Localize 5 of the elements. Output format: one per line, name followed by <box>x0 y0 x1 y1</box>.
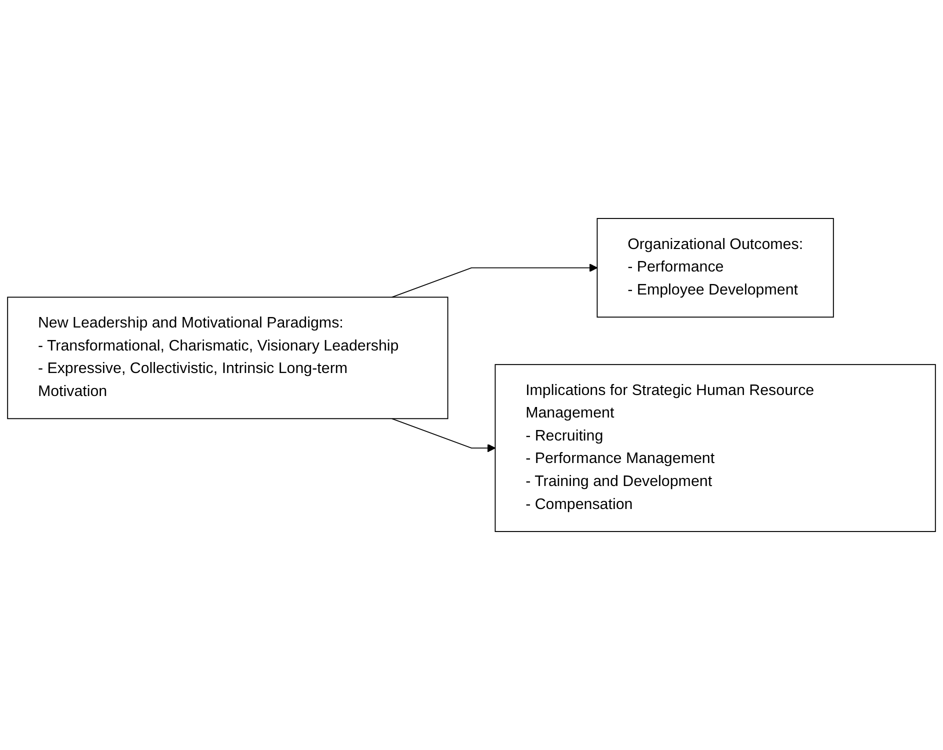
node-box: New Leadership and Motivational Paradigms: - Transformational, Charismatic, Visionary Leadership - Expressive, Collectivistic, Intrinsic Long-term Motivation <box>7 296 448 420</box>
node-box: Organizational Outcomes: - Performance - Employee Development <box>596 218 834 318</box>
node-box: Implications for Strategic Human Resource Management - Recruiting - Performance Management - Training and Development - Compensation <box>494 364 936 532</box>
arrow <box>391 418 496 452</box>
arrow <box>391 264 598 298</box>
